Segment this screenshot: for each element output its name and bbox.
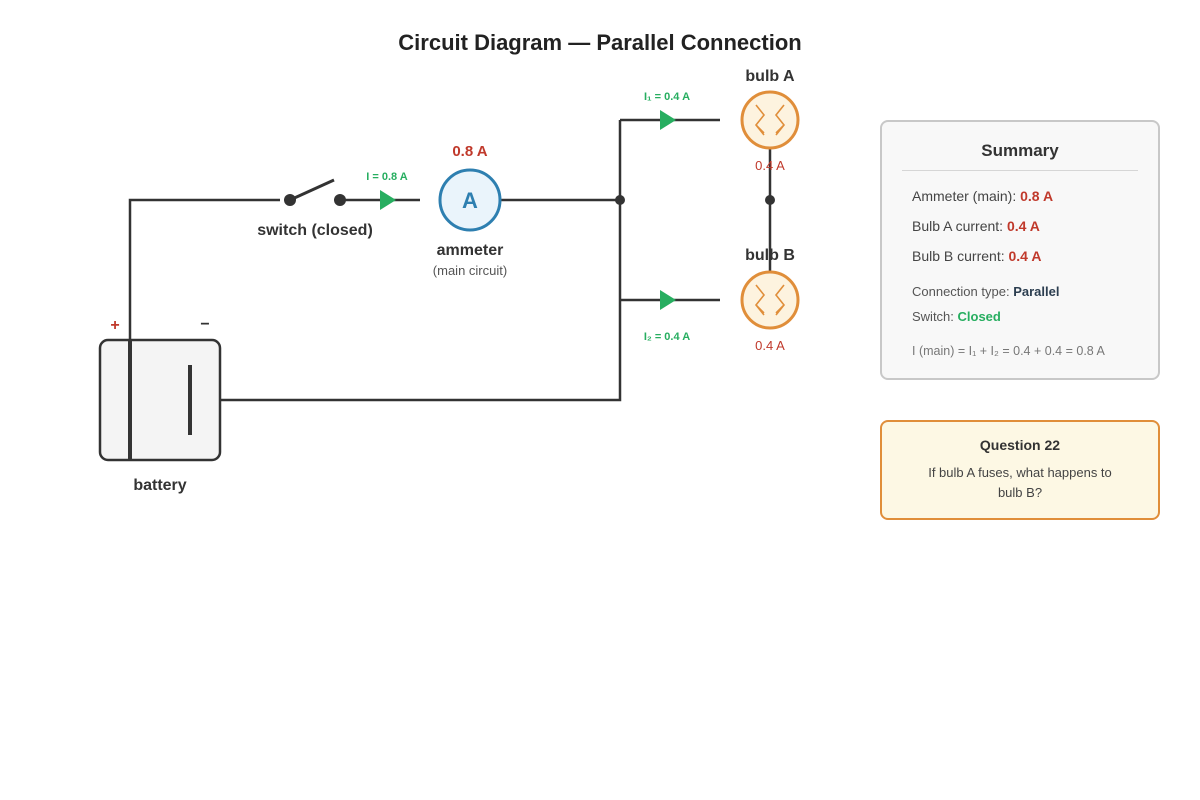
switch	[284, 178, 346, 206]
ammeter-symbol: A	[462, 188, 478, 213]
summary-switch-label: Switch:	[912, 309, 958, 324]
bulb-a-label: bulb A	[745, 68, 795, 85]
summary-panel: Summary Ammeter (main): 0.8 A Bulb A cur…	[880, 120, 1160, 380]
summary-title: Summary	[981, 141, 1059, 160]
ammeter-sublabel: (main circuit)	[433, 263, 507, 278]
battery-plus-sign: +	[110, 317, 119, 334]
junction-node-right	[765, 195, 775, 205]
question-panel: Question 22 If bulb A fuses, what happen…	[880, 420, 1160, 520]
ammeter-reading: 0.8 A	[452, 143, 487, 160]
summary-bulb-a-row: Bulb A current: 0.4 A	[912, 218, 1040, 234]
summary-bulb-a-value: 0.4 A	[1006, 218, 1040, 234]
summary-bulb-b-label: Bulb B current:	[912, 248, 1009, 264]
switch-label: switch (closed)	[257, 222, 373, 239]
diagram-title: Circuit Diagram — Parallel Connection	[398, 30, 801, 55]
summary-connection-label: Connection type:	[912, 284, 1014, 299]
bulb-b-reading: 0.4 A	[755, 338, 785, 353]
current-label-main: I = 0.8 A	[366, 171, 408, 183]
ammeter-label: ammeter	[437, 242, 504, 259]
summary-ammeter-row: Ammeter (main): 0.8 A	[912, 188, 1053, 204]
battery	[98, 338, 222, 462]
summary-connection-row: Connection type: Parallel	[912, 284, 1059, 299]
summary-bulb-b-row: Bulb B current: 0.4 A	[912, 248, 1041, 264]
ammeter	[438, 168, 502, 232]
summary-ammeter-value: 0.8 A	[1020, 188, 1054, 204]
summary-formula: I (main) = I₁ + I₂ = 0.4 + 0.4 = 0.8 A	[912, 344, 1105, 358]
summary-bulb-b-value: 0.4 A	[1008, 248, 1042, 264]
current-arrow-branch-a	[660, 110, 676, 130]
current-label-branch-b: I₂ = 0.4 A	[644, 331, 690, 343]
bulb-a	[740, 90, 800, 150]
bulb-b-label: bulb B	[745, 247, 795, 264]
question-title: Question 22	[979, 437, 1061, 453]
current-arrow-main	[380, 190, 396, 210]
wires	[128, 118, 772, 460]
current-label-branch-a: I₁ = 0.4 A	[644, 91, 690, 103]
current-arrow-branch-b	[660, 290, 676, 310]
summary-bulb-a-label: Bulb A current:	[912, 218, 1007, 234]
battery-label: battery	[133, 477, 186, 494]
junction-node-left	[615, 195, 625, 205]
bulb-a-reading: 0.4 A	[755, 158, 785, 173]
battery-minus-sign: −	[200, 316, 209, 333]
summary-connection-value: Parallel	[1013, 284, 1060, 299]
summary-switch-value: Closed	[957, 309, 1001, 324]
summary-ammeter-label: Ammeter (main):	[912, 188, 1021, 204]
summary-switch-row: Switch: Closed	[912, 309, 1001, 324]
summary-divider	[902, 170, 1138, 171]
question-text: If bulb A fuses, what happens to bulb B?	[928, 465, 1112, 500]
bulb-b	[740, 270, 800, 330]
